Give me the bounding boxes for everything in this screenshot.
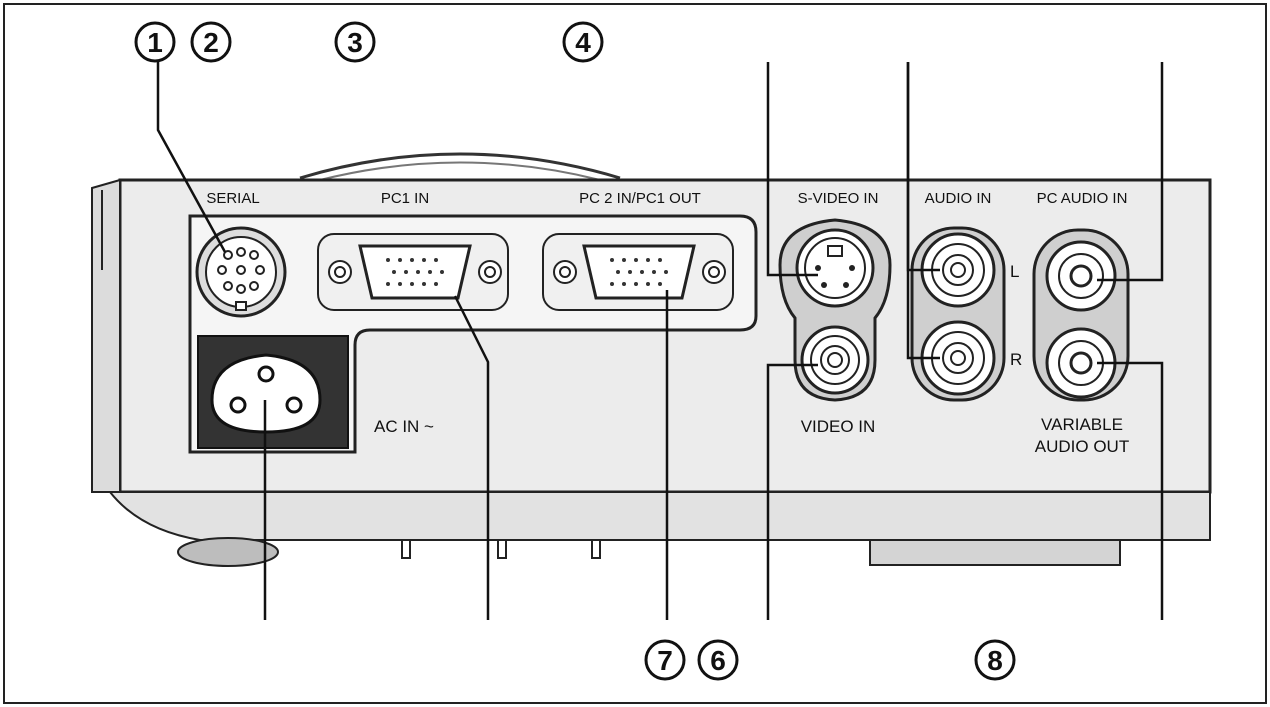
label-ac-in: AC IN ~ xyxy=(374,417,434,436)
callout-4-number: 4 xyxy=(575,27,591,58)
callout-7: 7 xyxy=(644,639,686,681)
projector-foot xyxy=(177,537,279,567)
leader-video-in xyxy=(766,363,818,620)
label-pc2-in-pc1-out: PC 2 IN/PC1 OUT xyxy=(579,190,701,207)
leader-pc1-in xyxy=(453,295,490,620)
callout-3: 3 xyxy=(334,21,376,63)
leader-serial xyxy=(156,62,227,253)
base-tick xyxy=(401,539,411,559)
audio-in-right-port xyxy=(920,320,996,396)
base-tick xyxy=(591,539,601,559)
rear-vent xyxy=(869,539,1121,566)
leader-audio-in-right xyxy=(906,62,940,360)
callout-2-number: 2 xyxy=(203,27,219,58)
leader-variable-audio-out xyxy=(1097,361,1164,620)
label-serial: SERIAL xyxy=(206,190,259,207)
callout-6-number: 6 xyxy=(710,645,726,676)
label-audio-right: R xyxy=(1010,350,1022,369)
ac-in-socket xyxy=(197,335,349,449)
leader-pc-audio-in xyxy=(1097,62,1164,282)
callout-3-number: 3 xyxy=(347,27,363,58)
label-s-video-in: S-VIDEO IN xyxy=(798,190,879,207)
callout-1: 1 xyxy=(134,21,176,63)
label-audio-in: AUDIO IN xyxy=(925,190,992,207)
label-video-in: VIDEO IN xyxy=(801,417,876,436)
callout-8-number: 8 xyxy=(987,645,1003,676)
body-side-left xyxy=(91,178,121,493)
projector-base xyxy=(107,491,1211,541)
serial-port xyxy=(195,226,287,318)
callout-7-number: 7 xyxy=(657,645,673,676)
label-pc1-in: PC1 IN xyxy=(381,190,429,207)
base-tick xyxy=(497,539,507,559)
pc2-in-pc1-out-port xyxy=(542,233,734,311)
pc-audio-in-port xyxy=(1045,240,1117,312)
callout-2: 2 xyxy=(190,21,232,63)
callout-6: 6 xyxy=(697,639,739,681)
variable-audio-out-port xyxy=(1045,327,1117,399)
video-in-port xyxy=(800,325,870,395)
callout-4: 4 xyxy=(562,21,604,63)
s-video-in-port xyxy=(795,228,875,308)
label-pc-audio-in: PC AUDIO IN xyxy=(1037,190,1128,207)
callout-8: 8 xyxy=(974,639,1016,681)
label-audio-left: L xyxy=(1010,262,1019,281)
label-variable-audio-out-line1: VARIABLE xyxy=(1041,415,1123,434)
label-variable-audio-out-line2: AUDIO OUT xyxy=(1035,437,1129,456)
leader-s-video-in xyxy=(766,62,818,277)
leader-lines xyxy=(156,62,1164,620)
pc1-in-port xyxy=(317,233,509,311)
lens-arc-inner xyxy=(319,161,601,181)
lens-arc xyxy=(299,152,621,180)
callout-1-number: 1 xyxy=(147,27,163,58)
